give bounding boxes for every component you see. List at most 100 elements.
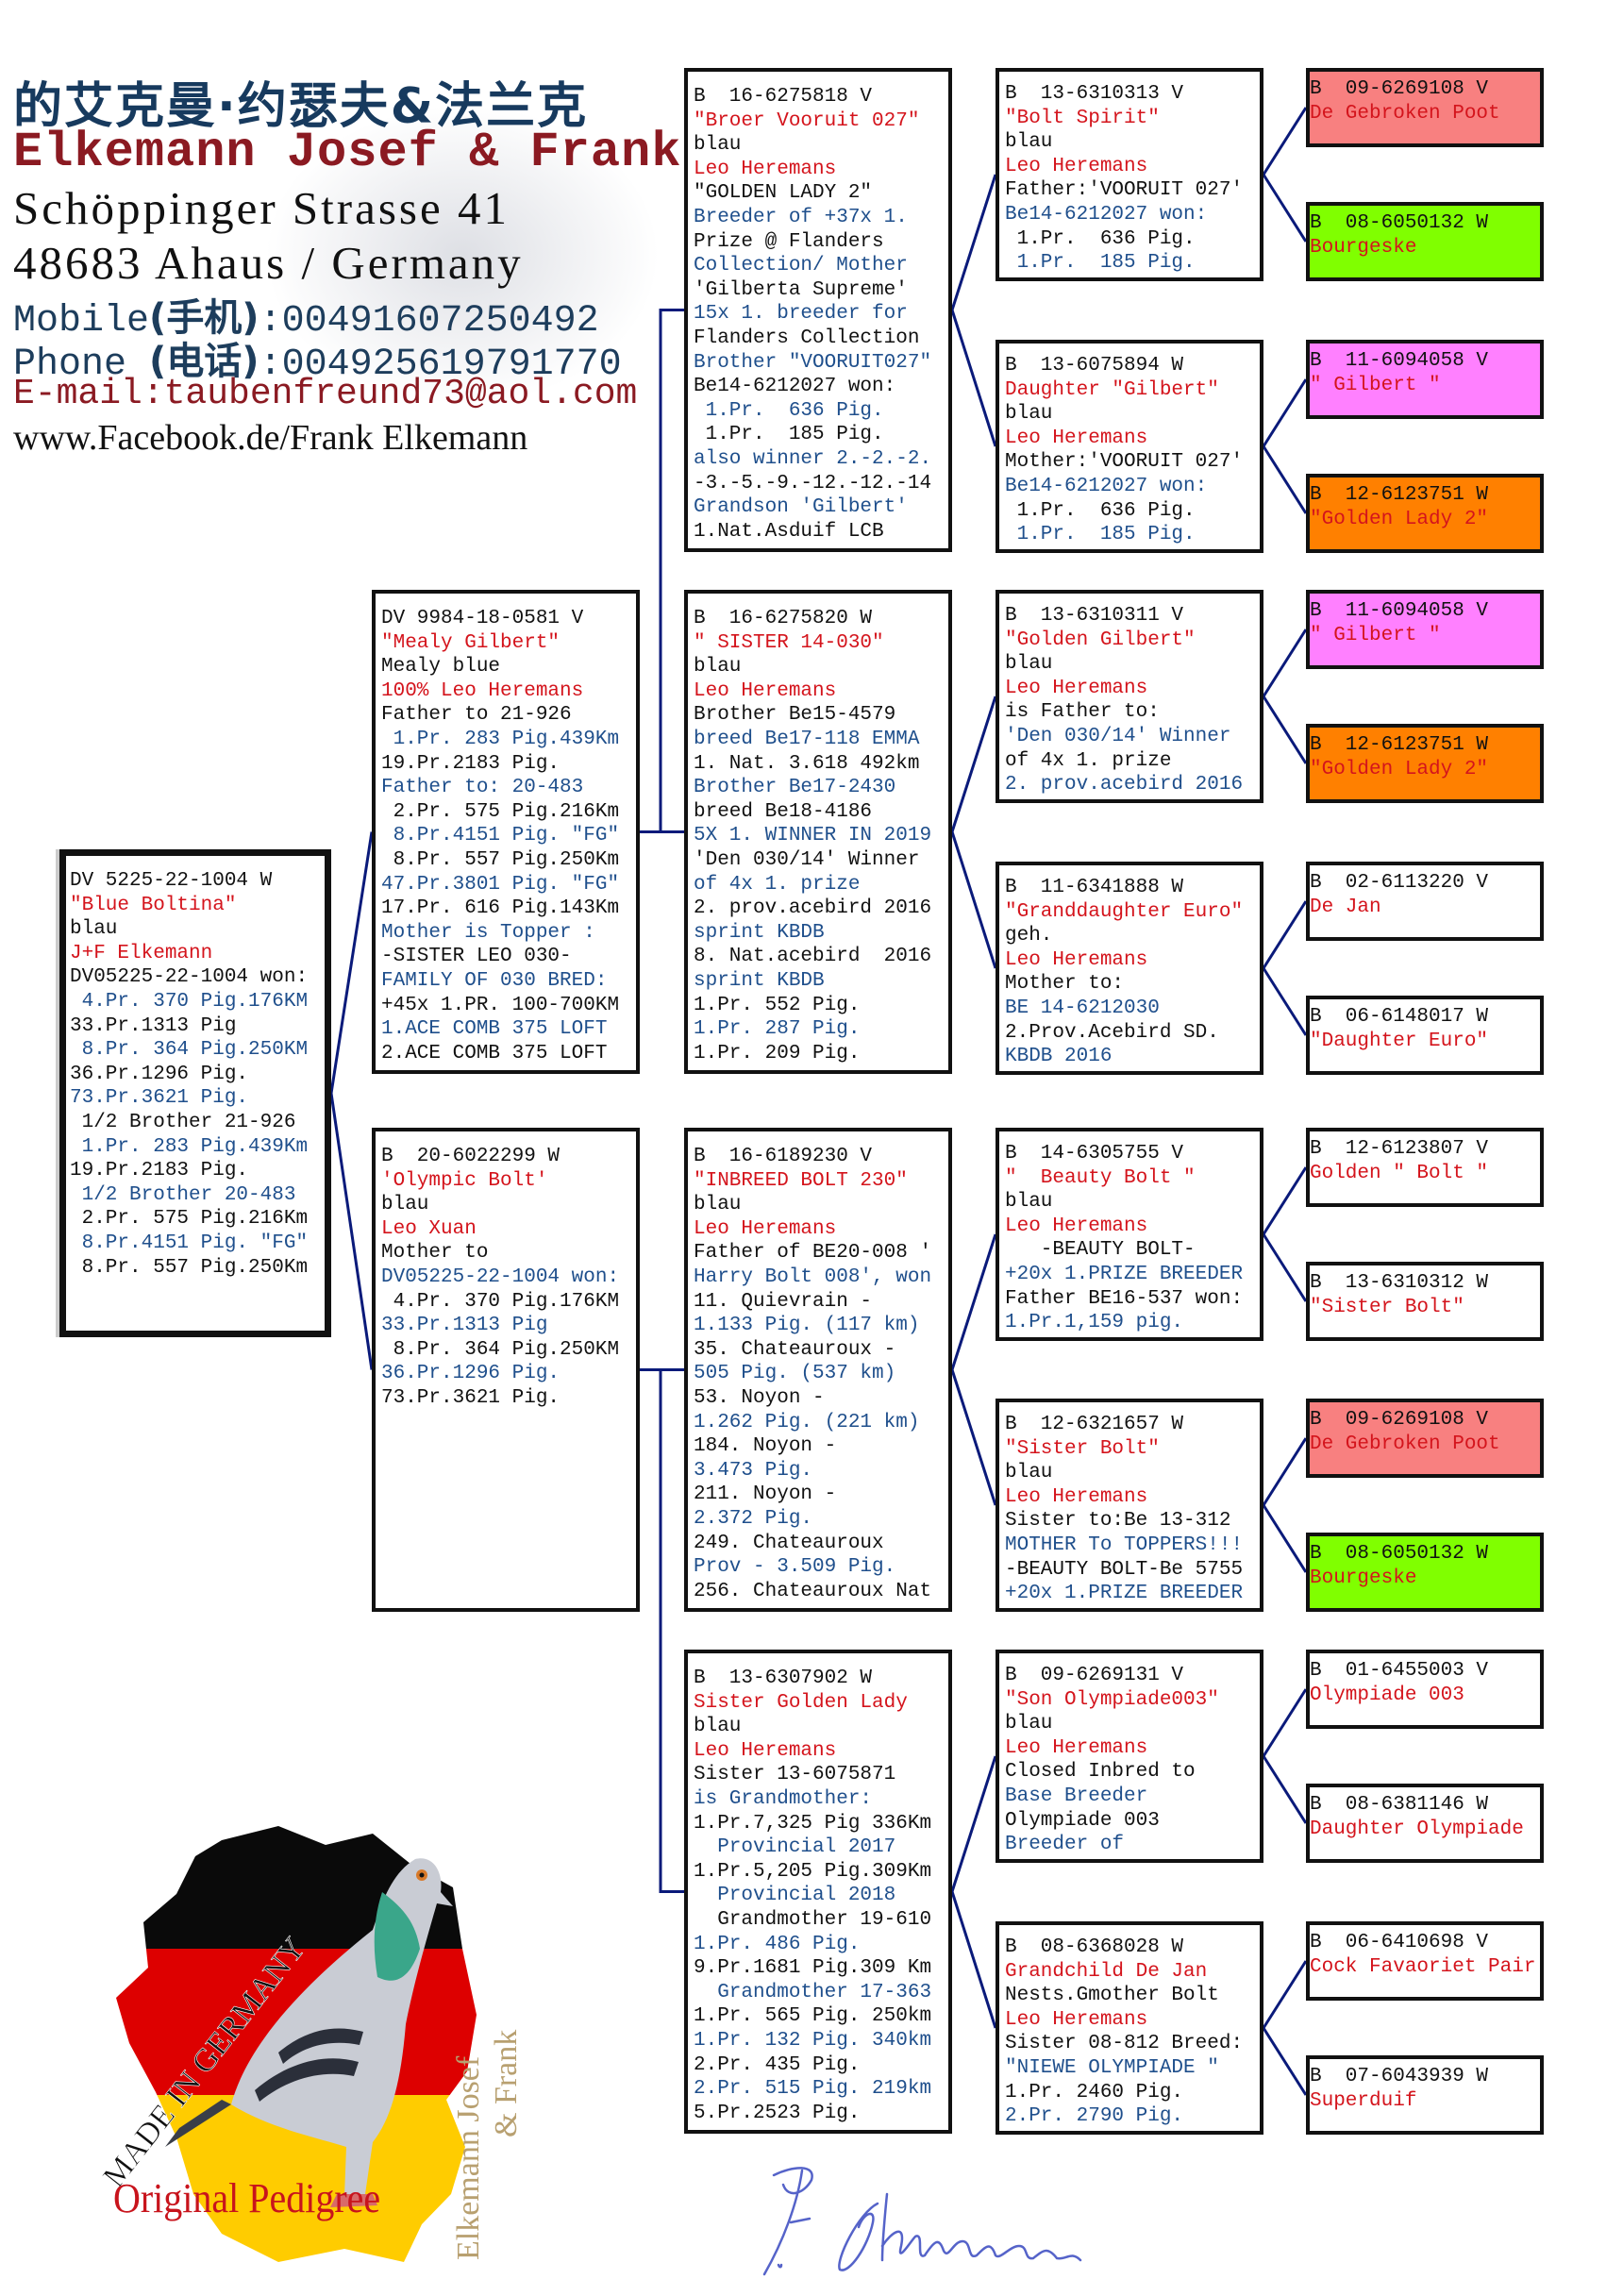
pedigree-line: Father BE16-537 won: <box>1005 1287 1244 1310</box>
phone-value: :004925619791770 <box>259 344 622 386</box>
pedigree-line: Brother Be15-4579 <box>694 704 896 727</box>
pedigree-line: of 4x 1. prize <box>1005 749 1172 772</box>
pedigree-line: 2.Pr. 575 Pig.216Km <box>381 800 620 823</box>
pedigree-line: 1.Pr. 636 Pig. <box>1005 499 1196 522</box>
owner-name: Elkemann Josef & Frank <box>13 125 682 180</box>
pedigree-line: blau <box>694 656 742 679</box>
ring-number: B 08-6050132 W <box>1310 212 1489 234</box>
ring-number: B 13-6075894 W <box>1005 355 1184 377</box>
pedigree-line: "Sister Bolt" <box>1005 1437 1160 1460</box>
pedigree-line: Leo Heremans <box>1005 677 1148 699</box>
pedigree-line: Grandson 'Gilbert' <box>694 496 908 519</box>
pedigree-line: 1.Pr. 283 Pig.439Km <box>70 1135 309 1158</box>
pedigree-line: 9.Pr.1681 Pig.309 Km <box>694 1957 932 1980</box>
ring-number: B 09-6269108 V <box>1310 1409 1489 1431</box>
connector-line <box>1262 1233 1308 1302</box>
connector-line <box>950 174 997 310</box>
great-great-grandparent-card: B 11-6094058 V" Gilbert " <box>1306 340 1544 419</box>
pedigree-line: Breeder of <box>1005 1834 1125 1856</box>
connector-line <box>950 1233 997 1370</box>
pedigree-line: Leo Heremans <box>694 1217 837 1240</box>
connector-line <box>1262 1166 1308 1235</box>
pedigree-line: " SISTER 14-030" <box>694 631 884 654</box>
pedigree-line: Leo Heremans <box>1005 2008 1148 2031</box>
pigeon-name: "Golden Lady 2" <box>1310 758 1489 780</box>
pedigree-line: Leo Heremans <box>1005 1736 1148 1759</box>
pigeon-name: "Daughter Euro" <box>1310 1030 1489 1052</box>
ring-number: B 09-6269131 V <box>1005 1665 1184 1686</box>
pedigree-line: Collection/ Mother <box>694 255 908 277</box>
pedigree-line: 1.Pr. 636 Pig. <box>694 399 884 422</box>
connector-line <box>1262 1960 1308 2029</box>
pedigree-line: Grandmother 19-610 <box>694 1908 932 1931</box>
pedigree-line: KBDB 2016 <box>1005 1046 1113 1068</box>
sire-card: DV 9984-18-0581 V"Mealy Gilbert"Mealy bl… <box>372 590 640 1074</box>
pedigree-line: 8.Pr.4151 Pig. "FG" <box>70 1232 309 1254</box>
pedigree-line: Leo Xuan <box>381 1217 477 1240</box>
pedigree-line: 2.Prov.Acebird SD. <box>1005 1021 1219 1044</box>
pigeon-name: Cock Favaoriet Pair <box>1310 1955 1536 1978</box>
ring-number: B 12-6123751 W <box>1310 734 1489 756</box>
pedigree-line: "Son Olympiade003" <box>1005 1688 1219 1711</box>
pedigree-line: Mother:'VOORUIT 027' <box>1005 451 1244 474</box>
facebook-link[interactable]: www.Facebook.de/Frank Elkemann <box>13 418 528 458</box>
pedigree-line: Leo Heremans <box>1005 948 1148 971</box>
pedigree-line: 1.262 Pig. (221 km) <box>694 1411 920 1433</box>
great-great-grandparent-card: B 13-6310312 W"Sister Bolt" <box>1306 1262 1544 1341</box>
pedigree-line: 1.Pr. 283 Pig.439Km <box>381 728 620 750</box>
pedigree-line: of 4x 1. prize <box>694 873 861 896</box>
pedigree-line: Harry Bolt 008', won <box>694 1265 932 1288</box>
pedigree-line: 8.Pr. 364 Pig.250KM <box>70 1039 309 1062</box>
pedigree-line: 100% Leo Heremans <box>381 679 584 702</box>
phone-number: Phone (电话):004925619791770 <box>13 330 622 386</box>
pedigree-line: 2.Pr. 2790 Pig. <box>1005 2105 1184 2128</box>
pedigree-line: 1.Pr. 185 Pig. <box>1005 524 1196 546</box>
pedigree-line: blau <box>694 134 742 157</box>
email-link[interactable]: E-mail:taubenfreund73@aol.com <box>13 374 638 414</box>
pedigree-line: blau <box>1005 1462 1053 1484</box>
ring-number: B 06-6148017 W <box>1310 1006 1489 1028</box>
pedigree-line: +45x 1.PR. 100-700KM <box>381 994 620 1016</box>
connector-line <box>950 696 997 832</box>
pedigree-line: -SISTER LEO 030- <box>381 946 572 968</box>
great-great-grandparent-card: B 12-6123751 W"Golden Lady 2" <box>1306 724 1544 803</box>
pedigree-line: 1.Pr. 565 Pig. 250km <box>694 2005 932 2028</box>
pedigree-line: 249. Chateauroux <box>694 1532 884 1554</box>
pedigree-line: Provincial 2018 <box>694 1885 896 1907</box>
pedigree-line: 2. prov.acebird 2016 <box>694 897 932 920</box>
pedigree-line: 2.ACE COMB 375 LOFT <box>381 1042 608 1064</box>
pedigree-line: blau <box>1005 403 1053 426</box>
pedigree-line: Father of BE20-008 ' <box>694 1242 932 1265</box>
pedigree-line: Olympiade 003 <box>1005 1809 1160 1832</box>
phone-label: Phone <box>13 344 150 386</box>
pedigree-line: 'Olympic Bolt' <box>381 1169 548 1192</box>
mobile-label-chinese: (手机) <box>149 296 259 340</box>
pedigree-line: Be14-6212027 won: <box>1005 203 1208 226</box>
ring-number: B 13-6310311 V <box>1005 605 1184 627</box>
pedigree-line: +20x 1.PRIZE BREEDER <box>1005 1263 1244 1285</box>
pedigree-line: J+F Elkemann <box>70 942 213 964</box>
ring-number: DV 5225-22-1004 W <box>70 870 273 892</box>
ring-number: B 12-6123807 V <box>1310 1138 1489 1160</box>
pedigree-line: Sister Golden Lady <box>694 1691 908 1714</box>
pedigree-line: Leo Heremans <box>694 679 837 702</box>
pedigree-line: "Golden Gilbert" <box>1005 628 1196 651</box>
address-city: 48683 Ahaus / Germany <box>13 237 524 289</box>
pedigree-line: breed Be18-4186 <box>694 800 873 823</box>
pedigree-line: Prize @ Flanders <box>694 230 884 253</box>
pedigree-line: 2. prov.acebird 2016 <box>1005 774 1244 796</box>
pedigree-line: 1.Pr. 185 Pig. <box>1005 252 1196 275</box>
pedigree-line: Mealy blue <box>381 656 501 679</box>
pedigree-line: 36.Pr.1296 Pig. <box>70 1063 249 1085</box>
